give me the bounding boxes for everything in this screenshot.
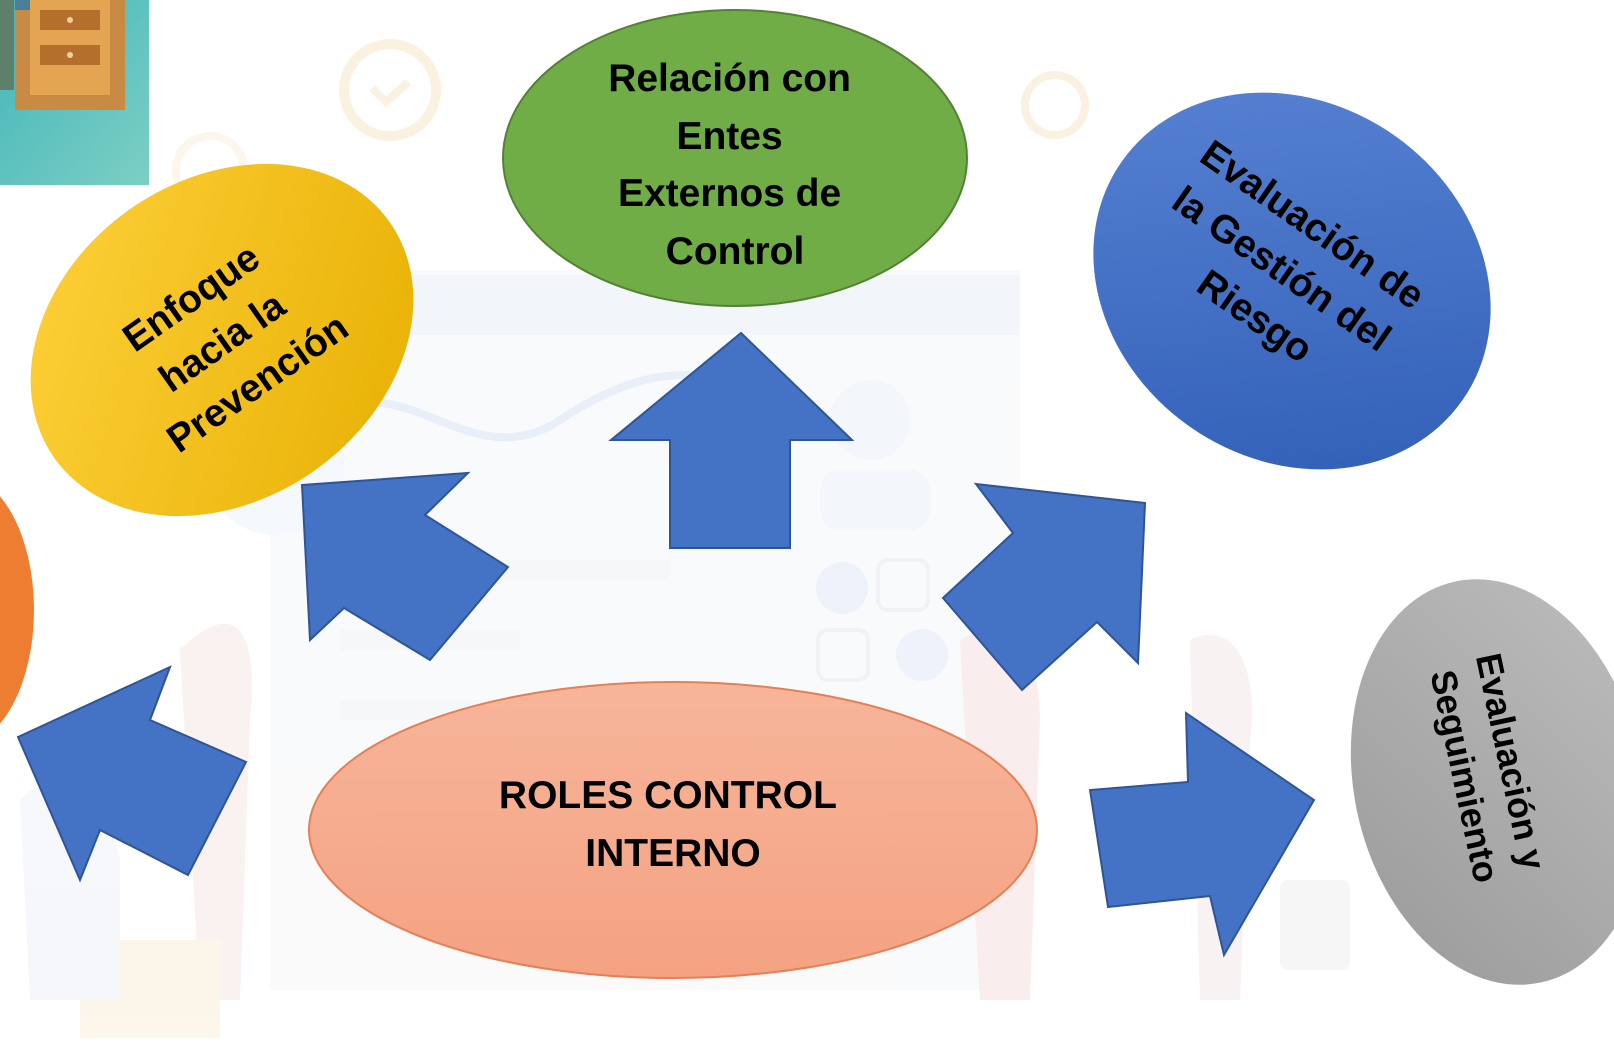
- node-relacion-line-3: Externos de: [618, 172, 841, 215]
- center-ellipse: [308, 681, 1038, 979]
- partial-orange-ellipse: [0, 496, 34, 724]
- node-relacion-line-1: Relación con: [608, 57, 851, 100]
- arrow-upper-left: [300, 471, 510, 662]
- node-enfoque-ellipse: [30, 163, 414, 517]
- arrow-lower-right: [1088, 711, 1316, 958]
- node-relacion-label: Relación con Entes Externos de Control: [608, 57, 862, 273]
- corner-image: [0, 0, 149, 185]
- arrow-upper-right: [941, 482, 1147, 692]
- node-relacion-ellipse: [502, 9, 968, 307]
- arrows: [16, 331, 1316, 958]
- node-relacion-line-4: Control: [666, 230, 805, 273]
- arrow-up: [608, 331, 855, 549]
- arrow-lower-left: [16, 665, 248, 883]
- node-evaluacion-riesgo-ellipse: [1093, 92, 1491, 470]
- center-label: ROLES CONTROL INTERNO: [499, 774, 847, 875]
- node-relacion-line-2: Entes: [676, 115, 782, 158]
- node-evaluacion-seguimiento-ellipse: [1350, 579, 1614, 985]
- center-label-line-2: INTERNO: [585, 832, 761, 875]
- center-label-line-1: ROLES CONTROL: [499, 774, 836, 817]
